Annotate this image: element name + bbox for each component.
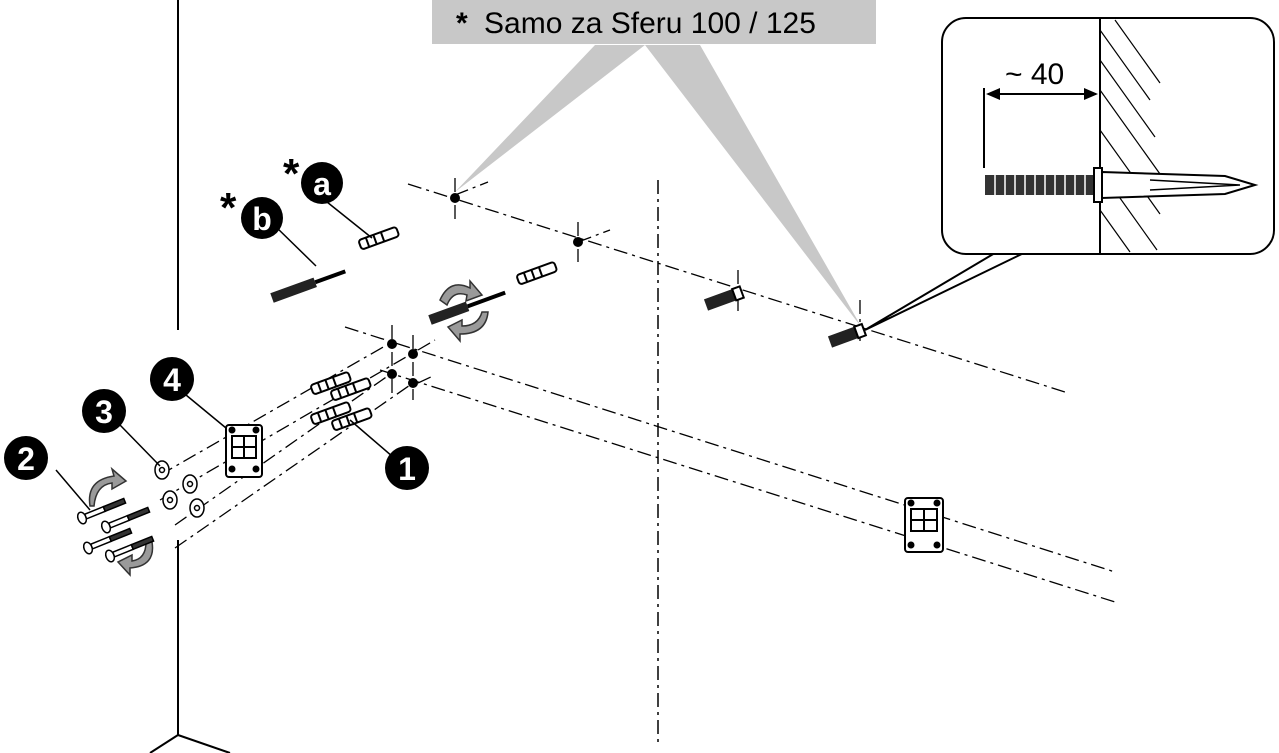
svg-text:*: * [283,150,300,197]
wall-plugs [310,226,558,431]
drill-hole [573,237,583,247]
marker-4: 4 [150,357,194,401]
drill-holes [387,193,583,388]
svg-text:* Samo za Sferu 100 / 12: * Samo za Sferu 100 / 125 [456,7,816,40]
drill-hole [408,349,418,359]
marker-leaders [55,197,394,511]
detail-inset: ~ 40 [864,17,1275,331]
marker-2: 2 [4,436,48,480]
note-callout: * Samo za Sferu 100 / 125 [432,0,876,328]
mounting-bracket-right [904,497,944,553]
screws [76,497,155,563]
dimension-label: ~ 40 [1005,58,1064,91]
svg-text:*: * [220,184,237,231]
marker-a: * a [283,150,343,204]
hanger-bolts [270,269,868,348]
marker-3: 3 [82,389,126,433]
note-text: Samo za Sferu 100 / 125 [484,7,816,40]
mounting-bracket-left [225,424,263,478]
marker-1: 1 [385,446,429,490]
drill-hole [387,339,397,349]
svg-text:b: b [252,201,272,237]
svg-text:1: 1 [398,451,416,487]
svg-text:a: a [313,166,331,202]
svg-text:3: 3 [95,394,113,430]
note-asterisk: * [456,7,468,40]
wall-corner [149,0,231,753]
washers [154,460,205,518]
drill-hole [387,369,397,379]
rotation-arrows [88,278,489,577]
drill-hole [450,193,460,203]
svg-text:4: 4 [163,362,181,398]
svg-text:2: 2 [17,441,35,477]
drill-hole [408,378,418,388]
marker-b: * b [220,184,283,239]
